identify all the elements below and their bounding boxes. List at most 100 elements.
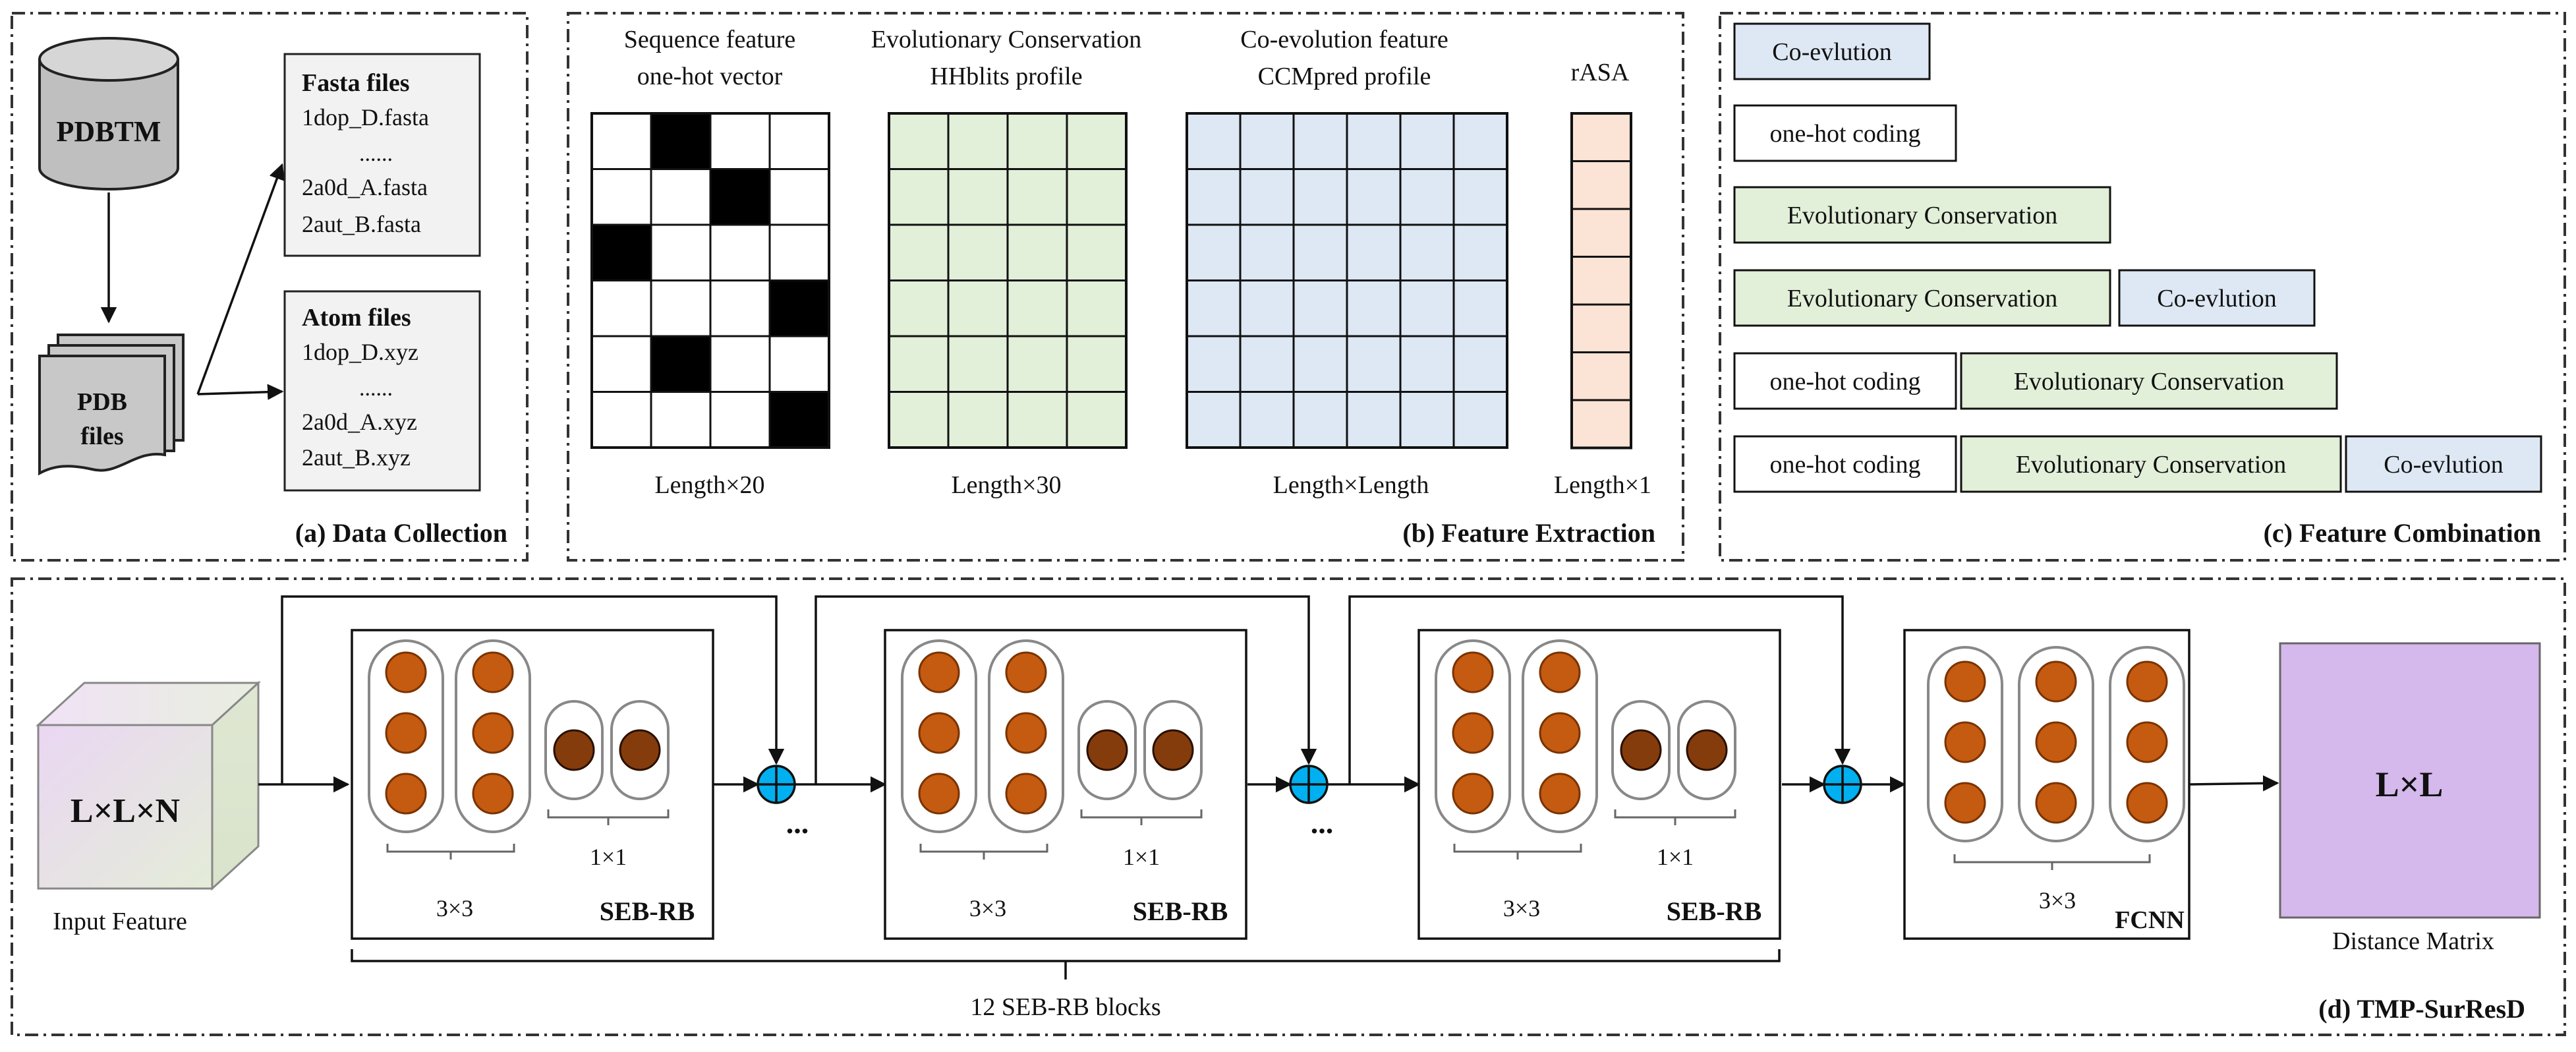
fcnn-kernel-brace xyxy=(1953,854,2151,870)
input-feature-cube xyxy=(36,680,261,891)
ccmpred-cell xyxy=(1452,335,1508,393)
ccmpred-cell xyxy=(1239,223,1295,281)
combo-tag-evo xyxy=(1960,435,2342,493)
ccmpred-cell xyxy=(1399,223,1455,281)
onehot-cell xyxy=(650,279,712,337)
ccmpred-cell xyxy=(1239,335,1295,393)
ccmpred-cell xyxy=(1186,112,1242,170)
onehot-cell xyxy=(590,391,652,449)
panel-c-title: (c) Feature Combination xyxy=(2264,518,2541,548)
fasta-line-3: 2a0d_A.fasta xyxy=(302,174,428,200)
skip-connection-1 xyxy=(281,595,785,784)
adder-3 xyxy=(1823,765,1862,804)
ccmpred-cell xyxy=(1452,279,1508,337)
conv3-node xyxy=(1005,773,1047,815)
conv3-node xyxy=(1539,773,1581,815)
ccmpred-cell xyxy=(1452,391,1508,449)
conv3-node xyxy=(385,773,427,815)
fcnn-to-output-arrow xyxy=(2189,775,2279,792)
pdbtm-database-icon xyxy=(38,37,179,190)
onehot-cell xyxy=(650,112,712,170)
panel-c-frame xyxy=(1719,12,2566,562)
onehot-cell xyxy=(590,335,652,393)
hhblits-cell xyxy=(1066,168,1128,226)
panel-b-title: (b) Feature Extraction xyxy=(1402,518,1655,548)
conv1-node xyxy=(1686,729,1728,771)
hhblits-matrix xyxy=(888,112,1128,449)
output-label: L×L xyxy=(2376,765,2444,804)
hhblits-cell-border xyxy=(888,112,1128,449)
onehot-title-2: one-hot vector xyxy=(637,63,783,90)
conv3-node xyxy=(1005,651,1047,693)
combo-tag-coev xyxy=(1733,22,1931,80)
seb-rb-label: SEB-RB xyxy=(1667,896,1762,926)
kernel-3x3-label: 3×3 xyxy=(1503,895,1540,921)
combo-tag-label: Evolutionary Conservation xyxy=(1787,285,2058,312)
ccmpred-cell xyxy=(1292,335,1348,393)
panel-d-title: (d) TMP-SurResD xyxy=(2318,994,2525,1024)
fcnn-node xyxy=(1944,782,1986,824)
kernel-1x1-label: 1×1 xyxy=(1657,844,1694,870)
ccmpred-cell xyxy=(1292,112,1348,170)
onehot-cell xyxy=(650,335,712,393)
hhblits-cell xyxy=(1066,112,1128,170)
panel-d-frame xyxy=(11,577,2566,1036)
hhblits-cell xyxy=(888,223,950,281)
fcnn-node xyxy=(2126,660,2168,703)
input-feature-caption: Input Feature xyxy=(53,908,187,935)
combo-tag-onehot xyxy=(1733,435,1957,493)
atom-line-1: 1dop_D.xyz xyxy=(302,339,418,365)
onehot-cell xyxy=(709,112,771,170)
hhblits-cell xyxy=(888,279,950,337)
pdb-files-icon xyxy=(38,334,185,476)
onehot-cell xyxy=(650,223,712,281)
onehot-cell xyxy=(709,279,771,337)
rasa-cell xyxy=(1570,208,1632,258)
ccmpred-cell xyxy=(1399,168,1455,226)
atom-line-3: 2a0d_A.xyz xyxy=(302,409,417,435)
combo-tag-label: Evolutionary Conservation xyxy=(1787,202,2058,229)
rasa-cell xyxy=(1570,256,1632,306)
fcnn-nodes xyxy=(1927,646,2185,842)
ccmpred-cell xyxy=(1346,168,1402,226)
ellipsis-1: ... xyxy=(786,806,809,840)
onehot-cell xyxy=(590,279,652,337)
onehot-cell xyxy=(590,112,652,170)
fcnn-node xyxy=(2126,782,2168,824)
onehot-cell xyxy=(768,279,830,337)
combo-tag-evo xyxy=(1733,269,2111,327)
seb-rb-label: SEB-RB xyxy=(600,896,695,926)
hhblits-cell xyxy=(888,391,950,449)
conv3-brace xyxy=(919,844,1048,860)
hhblits-cell xyxy=(1066,391,1128,449)
fcnn-node xyxy=(1944,660,1986,703)
onehot-cell-border xyxy=(590,112,830,449)
conv1-node xyxy=(553,729,595,771)
fasta-line-1: 1dop_D.fasta xyxy=(302,104,429,131)
conv3-node xyxy=(1452,712,1494,754)
hhblits-cell xyxy=(1066,223,1128,281)
ccmpred-cell xyxy=(1452,223,1508,281)
ccmpred-cell xyxy=(1292,391,1348,449)
atom-files-box xyxy=(283,290,481,492)
hhblits-cell xyxy=(1066,279,1128,337)
hhblits-cell xyxy=(1006,391,1068,449)
rasa-vector xyxy=(1570,112,1632,450)
hhblits-cell xyxy=(947,168,1009,226)
conv1-node xyxy=(1620,729,1662,771)
fasta-line-2: ...... xyxy=(359,142,393,166)
ccmpred-cell xyxy=(1346,112,1402,170)
combo-tag-evo xyxy=(1960,352,2338,410)
combo-tag-label: Co-evlution xyxy=(2157,285,2277,312)
onehot-cell xyxy=(709,335,771,393)
distance-matrix-output xyxy=(2279,642,2541,919)
kernel-1x1-label: 1×1 xyxy=(590,844,627,870)
adder-1 xyxy=(757,765,796,804)
onehot-cell xyxy=(590,223,652,281)
pdb-files-label-2: files xyxy=(80,423,123,450)
conv3-node xyxy=(918,712,960,754)
ccmpred-matrix xyxy=(1186,112,1508,449)
rasa-cell xyxy=(1570,351,1632,401)
